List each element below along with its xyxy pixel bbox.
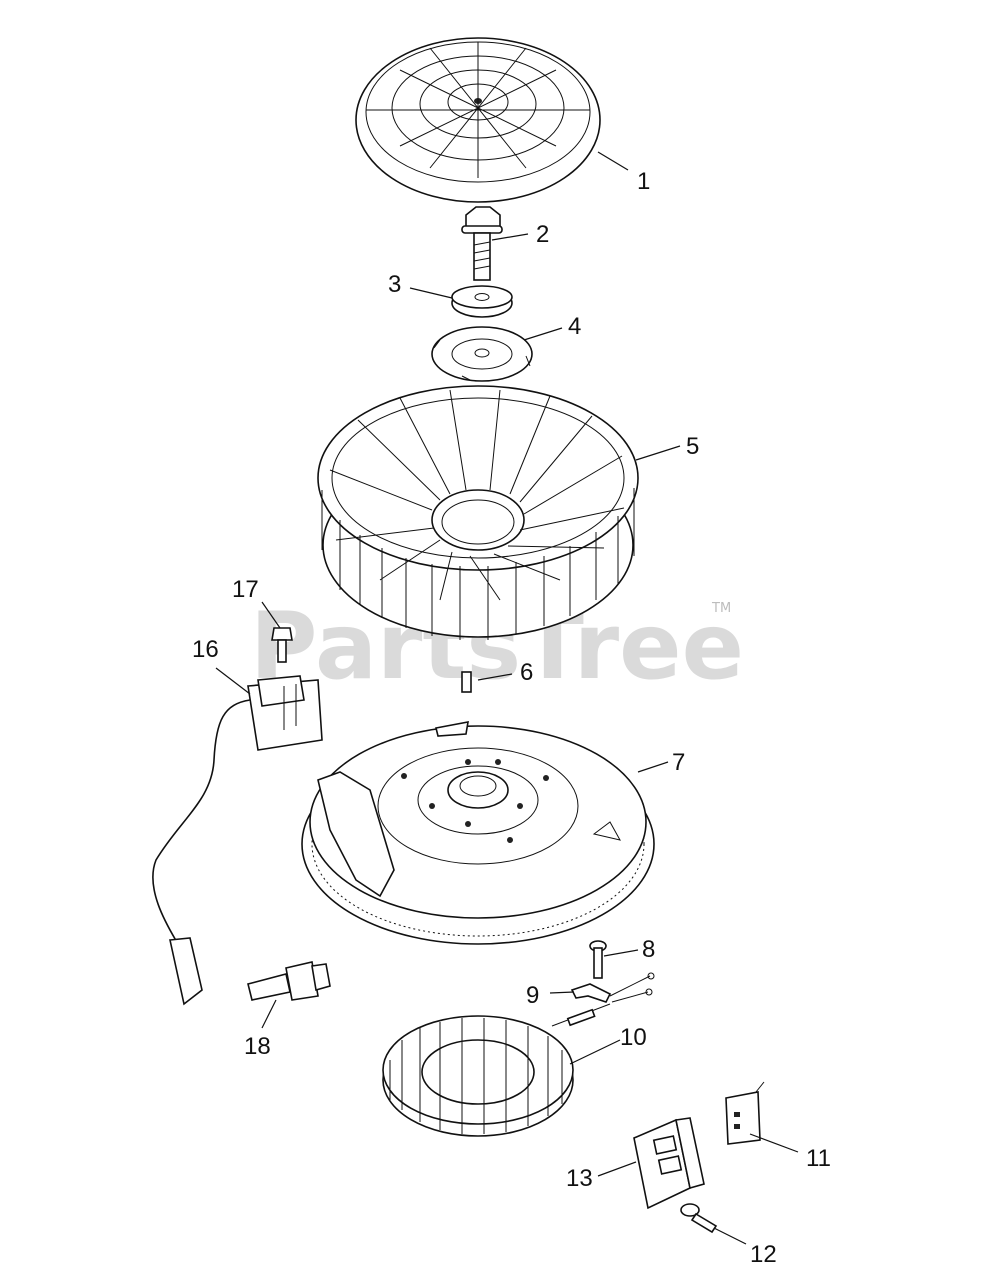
callout-16: 16 <box>192 636 219 663</box>
callout-7: 7 <box>672 749 685 776</box>
callout-3: 3 <box>388 271 401 298</box>
callout-17: 17 <box>232 576 259 603</box>
leader-line-2 <box>491 233 529 241</box>
leader-line-4 <box>523 327 563 341</box>
callout-9: 9 <box>526 982 539 1009</box>
part-6-key <box>461 671 472 693</box>
part-16-ignition-coil <box>152 675 323 1006</box>
leader-line-17 <box>261 601 281 629</box>
leader-line-7 <box>637 761 669 773</box>
leader-line-5 <box>635 445 681 461</box>
callout-6: 6 <box>520 659 533 686</box>
part-17-screw <box>271 627 293 663</box>
leader-line-12 <box>713 1227 747 1245</box>
callout-12: 12 <box>750 1241 777 1268</box>
callout-8: 8 <box>642 936 655 963</box>
part-12-screw <box>680 1203 718 1234</box>
callout-4: 4 <box>568 313 581 340</box>
leader-line-6 <box>477 673 513 681</box>
leader-line-18 <box>261 999 277 1029</box>
callout-13: 13 <box>566 1165 593 1192</box>
leader-line-11 <box>749 1133 799 1153</box>
part-18-spark-plug <box>247 961 331 1001</box>
leader-line-1 <box>597 151 629 171</box>
part-1-grass-screen <box>355 37 601 203</box>
part-4-plate <box>431 326 533 382</box>
part-9-clip <box>570 972 655 1003</box>
leader-line-9 <box>549 991 575 994</box>
watermark-trademark: TM <box>711 601 731 616</box>
callout-5: 5 <box>686 433 699 460</box>
part-10-stator <box>382 1003 611 1137</box>
leader-line-3 <box>409 287 453 299</box>
callout-1: 1 <box>637 168 650 195</box>
leader-line-8 <box>603 949 639 957</box>
part-5-fan <box>317 385 639 640</box>
part-2-bolt <box>461 206 503 281</box>
callout-10: 10 <box>620 1024 647 1051</box>
part-7-flywheel <box>301 721 655 945</box>
part-13-regulator <box>633 1117 705 1210</box>
part-11-connector <box>725 1081 765 1145</box>
part-8-screw <box>589 940 607 979</box>
callout-18: 18 <box>244 1033 271 1060</box>
callout-2: 2 <box>536 221 549 248</box>
leader-line-10 <box>569 1039 621 1065</box>
leader-line-16 <box>215 667 251 695</box>
leader-line-13 <box>597 1161 637 1177</box>
part-3-washer <box>451 285 513 318</box>
callout-11: 11 <box>806 1145 831 1172</box>
